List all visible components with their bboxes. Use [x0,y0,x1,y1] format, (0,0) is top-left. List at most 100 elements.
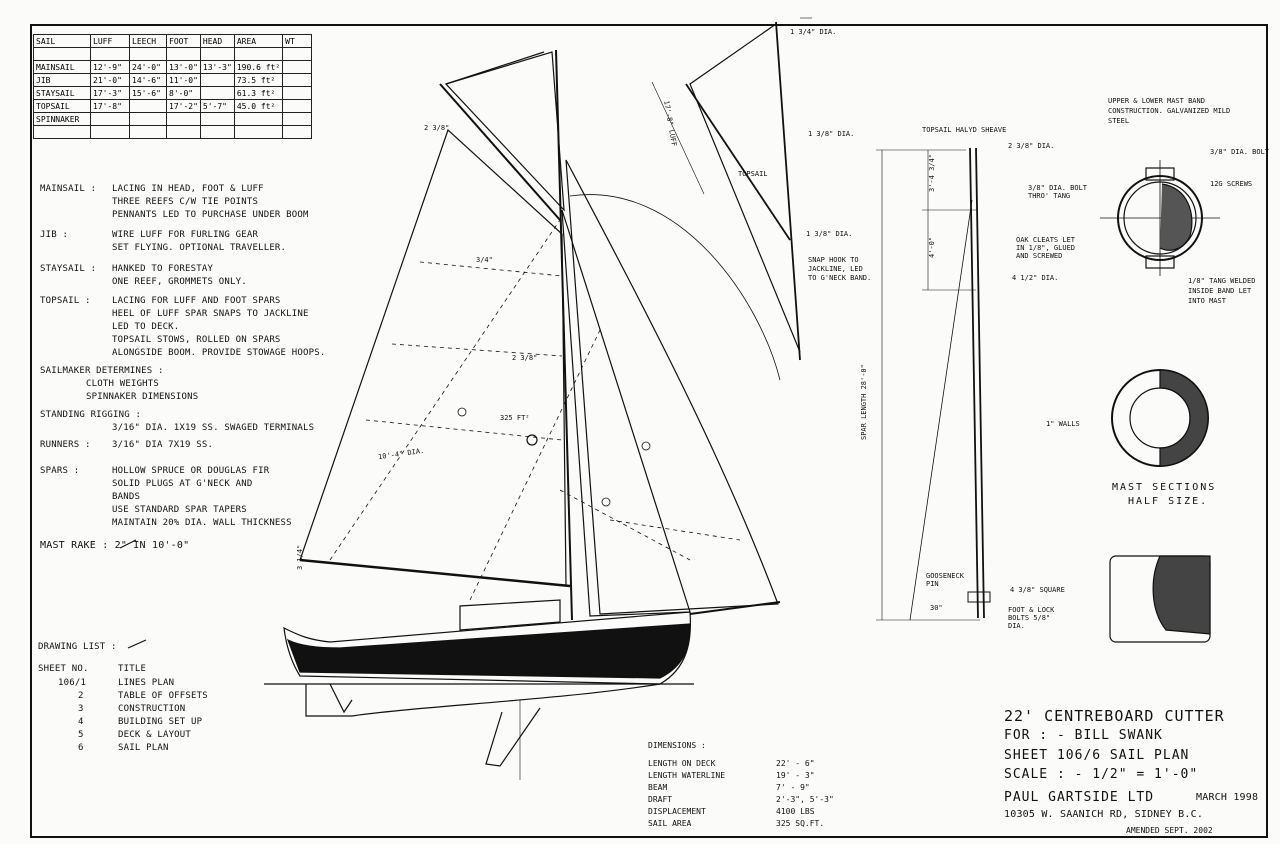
drawing-list-col-sheet: SHEET NO. [38,664,89,674]
reef-lines [329,219,741,601]
drawing-list-no: 106/1 [58,678,87,688]
note-ticks [119,539,147,649]
dimension-value: 2'-3", 5'-3" [776,795,834,804]
sail-plan [264,49,781,780]
note-line: HANKED TO FORESTAY [112,264,214,274]
note-line: ONE REEF, GROMMETS ONLY. [112,277,247,287]
mast-sections [1100,160,1220,643]
cabin [459,599,561,631]
drawing-list-title-item: LINES PLAN [118,678,175,688]
section-note: 1/8" TANG WELDED INSIDE BAND LET INTO MA… [1188,277,1256,305]
topsail-label: TOPSAIL [738,170,768,178]
jib [565,159,779,615]
note-line: LACING FOR LUFF AND FOOT SPARS [112,296,281,306]
sheet-border [30,24,1268,838]
topsail-dim-line [651,81,705,195]
section-bolt [1145,255,1175,269]
mast-detail-drawing [876,147,991,621]
topsail-luff-spar [775,21,801,361]
note-label: STANDING RIGGING : [40,410,142,420]
note-line: SOLID PLUGS AT G'NECK AND [112,479,253,489]
keel [305,683,661,717]
centre-mark [601,497,611,507]
hollow-section-hatch [1159,369,1209,467]
spar-dim: 3/4" [476,256,493,264]
note-line: MAINTAIN 20% DIA. WALL THICKNESS [112,518,292,528]
dimension-value: 4100 lbs [776,807,815,816]
hull [283,611,692,685]
section-note: 12g SCREWS [1210,180,1253,188]
mast-note: 3/8" DIA. BOLT THRO' TANG [1028,184,1088,200]
topsail-note: SNAP HOOK TO JACKLINE, LED TO G'NECK BAN… [808,256,872,282]
section-bolt [1145,167,1175,181]
rudder [329,683,353,714]
note-label: STAYSAIL : [40,264,97,274]
table-cell [233,125,284,139]
note-line: THREE REEFS C/W TIE POINTS [112,197,259,207]
dimension-value: 325 SQ.FT. [776,819,825,828]
dimension-label: LENGTH WATERLINE [648,771,726,780]
square-section-hatch [1152,555,1211,635]
drawing-list-no: 3 [78,704,84,714]
note-line: ALONGSIDE BOOM. PROVIDE STOWAGE HOOPS. [112,348,326,358]
dimensions-title: DIMENSIONS : [648,741,706,750]
hull-topside [286,623,691,679]
dimension-label: DISPLACEMENT [648,807,706,816]
mast-note: 4 1/2" DIA. [1012,274,1059,282]
note-line: LACING IN HEAD, FOOT & LUFF [112,184,264,194]
mainsail [299,128,567,587]
mast-note: 4 3/8" SQUARE [1010,586,1065,594]
drawing-list-no: 5 [78,730,84,740]
note-line: 3/16" DIA. 1X19 SS. SWAGED TERMINALS [112,423,315,433]
dimension-label: DRAFT [648,795,673,804]
designer-name: PAUL GARTSIDE LTD [1004,790,1155,805]
dimension-value: 7' - 9" [776,783,810,792]
note-label: MAINSAIL : [40,184,97,194]
spar-dim: 2 3/8" [424,124,450,132]
centre-mark [641,441,651,451]
topsail-dim: 1 3/4" DIA. [790,28,837,36]
spar-dim: 2 3/8" [512,354,538,362]
note-line: 3/16" DIA 7X19 SS. [112,440,214,450]
gaff [439,83,561,221]
sections-caption: HALF SIZE. [1128,496,1209,507]
centreboard [485,707,541,767]
sail-area-label: 325 ft² [500,414,530,422]
note-line: HOLLOW SPRUCE OR DOUGLAS FIR [112,466,270,476]
drawing-list-title: DRAWING LIST : [38,642,117,652]
note-label: SAILMAKER DETERMINES : [40,366,164,376]
mast-spar [969,147,979,619]
dimension-label: SAIL AREA [648,819,692,828]
note-line: LED TO DECK. [112,322,180,332]
note-line: SET FLYING. OPTIONAL TRAVELLER. [112,243,287,253]
topsail-outline [689,23,801,353]
band-note: UPPER & LOWER MAST BAND CONSTRUCTION. GA… [1108,97,1231,125]
dimension-value: 22' - 6" [776,759,815,768]
section-hatch [1159,183,1193,251]
dimension-value: 19' - 3" [776,771,815,780]
bowsprit [689,601,781,615]
drawing-list-title-item: SAIL PLAN [118,743,169,753]
staysail [561,209,691,617]
rig-topsail [444,51,565,212]
drawing-list-no: 2 [78,691,84,701]
drawing-list-no: 4 [78,717,84,727]
topsail-dim: 1 3/8" DIA. [806,230,853,238]
centre-mark [457,407,467,417]
note-line: TOPSAIL STOWS, ROLLED ON SPARS [112,335,281,345]
note-label: RUNNERS : [40,440,91,450]
spinnaker-arc [569,194,781,381]
drawing-list-title-item: BUILDING SET UP [118,717,203,727]
note-line: USE STANDARD SPAR TAPERS [112,505,247,515]
sections-caption: MAST SECTIONS [1112,482,1217,493]
note-line: PENNANTS LED TO PURCHASE UNDER BOOM [112,210,309,220]
table-cell [282,125,313,139]
mast-dimension: 30" [930,604,943,612]
mast-note: FOOT & LOCK BOLTS 5/8" DIA. [1008,606,1055,630]
